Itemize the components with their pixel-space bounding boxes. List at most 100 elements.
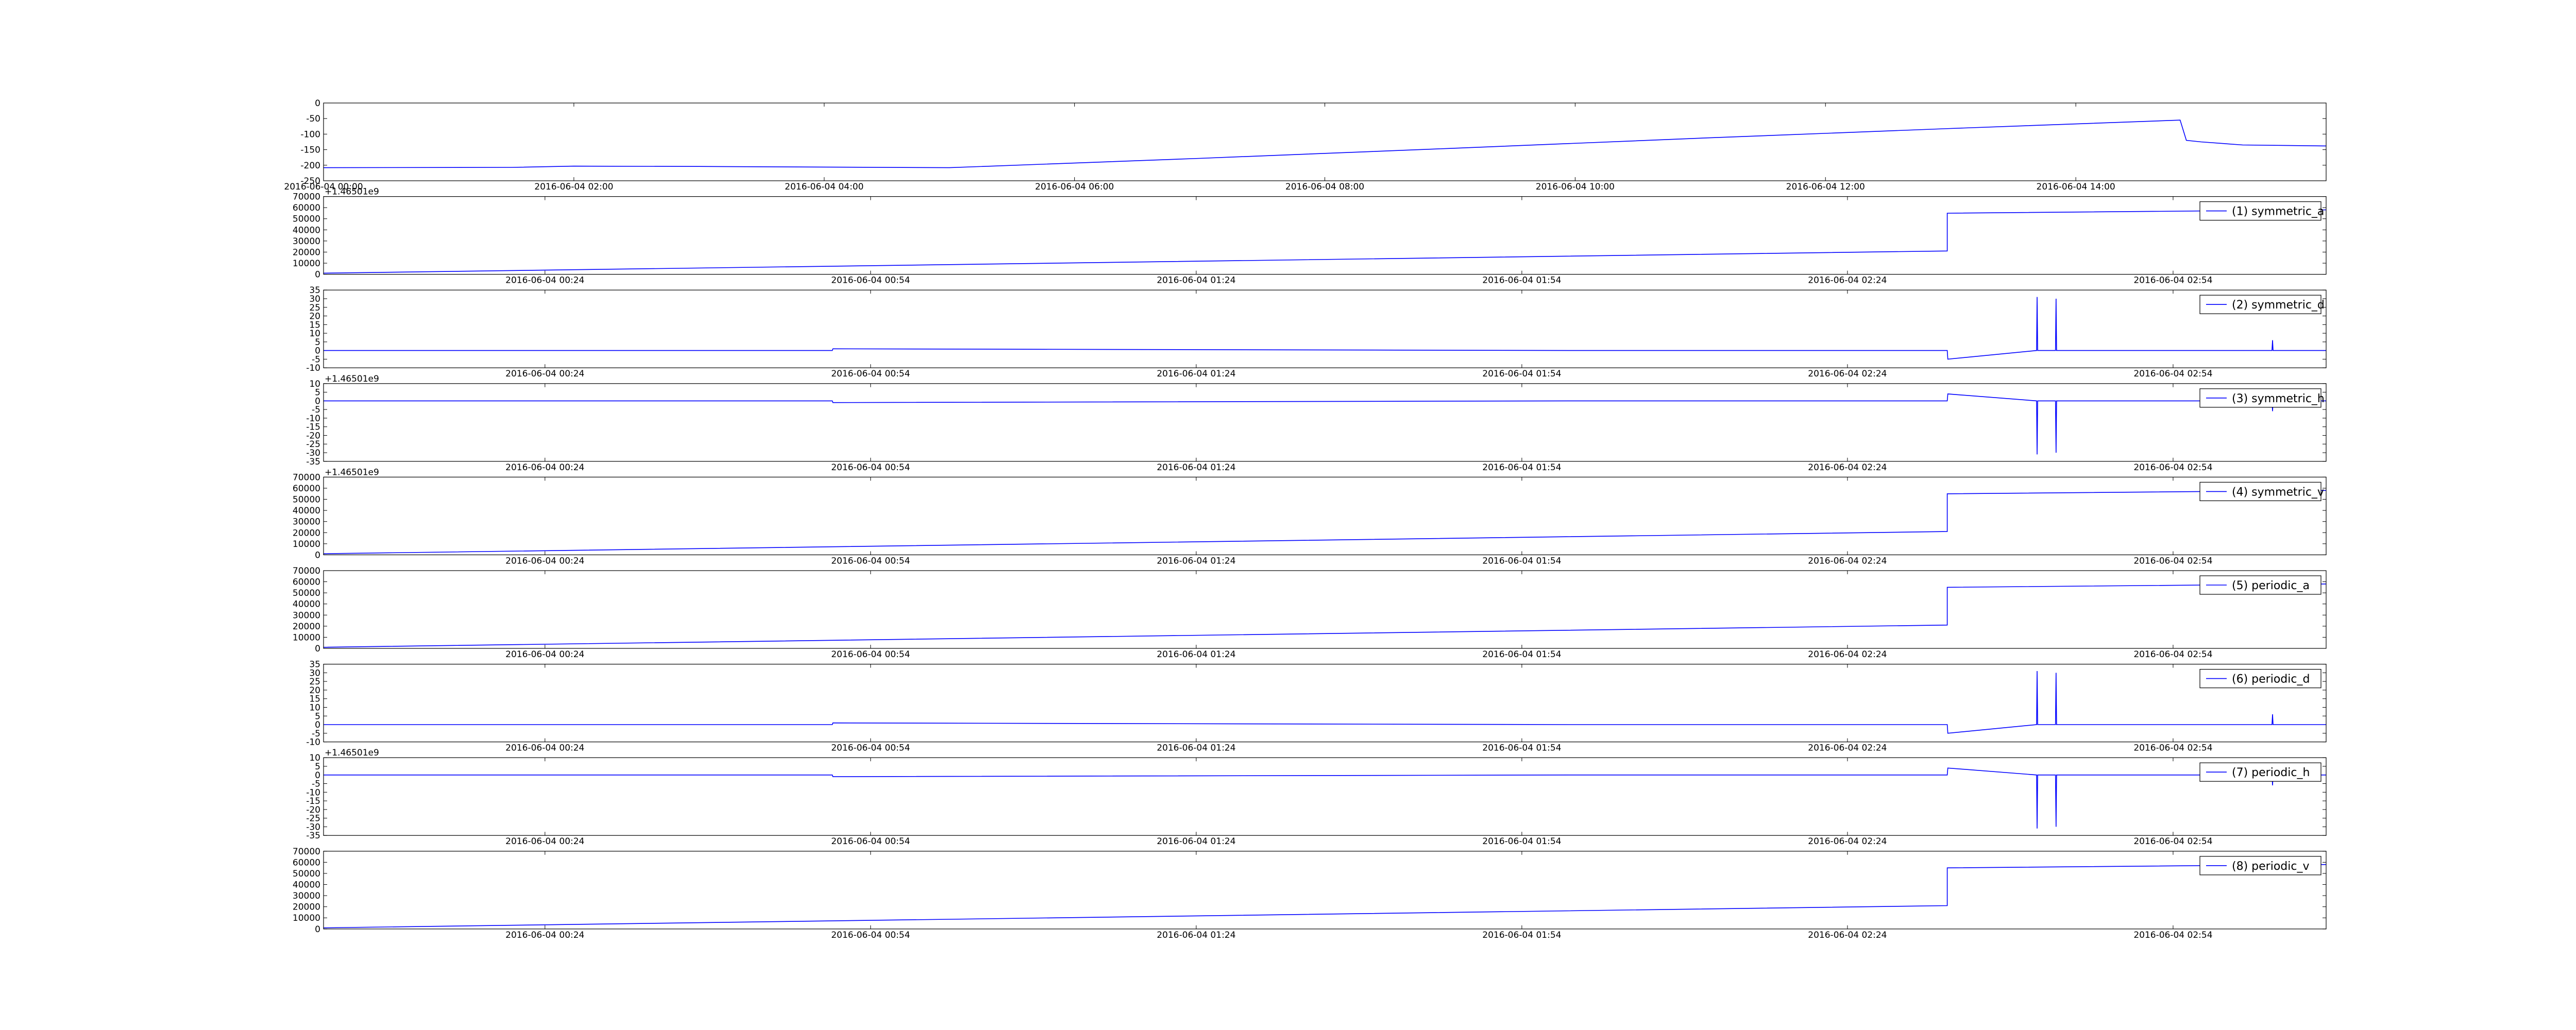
x-tick-label: 2016-06-04 00:24 [505, 836, 584, 847]
y-tick-label: 20 [309, 312, 320, 322]
x-tick-label: 2016-06-04 01:24 [1157, 743, 1235, 753]
x-tick-label: 2016-06-04 02:24 [1808, 276, 1887, 286]
series-line-1 [324, 767, 2326, 829]
y-tick-label: 50000 [293, 495, 320, 505]
x-tick-label: 2016-06-04 02:24 [1808, 836, 1887, 847]
y-tick-label: -15 [306, 422, 320, 433]
x-tick-label: 2016-06-04 01:24 [1157, 276, 1235, 286]
x-tick-label: 2016-06-04 01:24 [1157, 930, 1235, 940]
x-tick-label: 2016-06-04 00:24 [505, 369, 584, 379]
series-line-1 [323, 864, 2327, 929]
y-tick-label: -100 [300, 129, 320, 140]
y-tick-label: -5 [312, 405, 320, 415]
x-tick-label: 2016-06-04 02:54 [2133, 930, 2212, 940]
x-tick-label: 2016-06-04 02:24 [1808, 649, 1887, 660]
y-tick-label: 0 [315, 644, 320, 654]
y-tick-label: -200 [300, 161, 320, 171]
y-tick-label: 25 [309, 303, 320, 313]
x-tick-label: 2016-06-04 01:54 [1482, 556, 1561, 566]
y-tick-label: 0 [315, 98, 320, 109]
x-tick-label: 2016-06-04 06:00 [1035, 182, 1114, 192]
x-tick-label: 2016-06-04 00:54 [831, 276, 910, 286]
x-tick-label: 2016-06-04 02:54 [2133, 276, 2212, 286]
x-tick-label: 2016-06-04 00:24 [505, 462, 584, 473]
x-tick-label: 2016-06-04 14:00 [2037, 182, 2115, 192]
y-tick-label: 5 [315, 337, 320, 348]
y-tick-label: 20000 [293, 528, 320, 538]
x-tick-label: 2016-06-04 02:54 [2133, 649, 2212, 660]
y-tick-label: -20 [306, 805, 320, 815]
y-tick-label: 70000 [293, 192, 320, 202]
y-tick-label: 10000 [293, 913, 320, 923]
y-tick-label: 15 [309, 694, 320, 705]
axes-frame [323, 570, 2327, 649]
y-tick-label: 20 [309, 685, 320, 696]
y-tick-label: 10000 [293, 632, 320, 643]
y-tick-label: -30 [306, 822, 320, 832]
series-line-1 [324, 671, 2326, 734]
y-tick-label: -10 [306, 737, 320, 748]
x-tick-label: 2016-06-04 02:24 [1808, 462, 1887, 473]
series-line-1 [324, 393, 2326, 455]
x-tick-label: 2016-06-04 00:00 [284, 182, 363, 192]
y-tick-label: 60000 [293, 203, 320, 213]
x-tick-label: 2016-06-04 00:24 [505, 743, 584, 753]
legend-label: (4) symmetric_v [2232, 486, 2324, 499]
x-tick-label: 2016-06-04 00:54 [831, 836, 910, 847]
axes-frame [323, 476, 2327, 556]
x-tick-label: 2016-06-04 12:00 [1786, 182, 1865, 192]
x-tick-label: 2016-06-04 02:54 [2133, 743, 2212, 753]
legend-label: (7) periodic_h [2232, 766, 2310, 779]
y-tick-label: 40000 [293, 225, 320, 235]
subplot-9: 0100002000030000400005000060000700002016… [293, 847, 2327, 940]
axes-frame [323, 196, 2327, 275]
y-tick-label: -10 [306, 363, 320, 373]
axes-frame [323, 289, 2327, 368]
y-tick-label: 20000 [293, 902, 320, 913]
y-tick-label: 0 [315, 270, 320, 280]
y-tick-label: 30 [309, 294, 320, 304]
y-tick-label: -25 [306, 814, 320, 824]
y-tick-label: 35 [309, 285, 320, 296]
y-tick-label: 0 [315, 770, 320, 781]
y-tick-label: 60000 [293, 857, 320, 868]
y-tick-label: 10 [309, 329, 320, 339]
offset-label: +1.46501e9 [325, 748, 379, 758]
y-tick-label: -10 [306, 787, 320, 798]
y-tick-label: 60000 [293, 577, 320, 588]
y-tick-label: 50000 [293, 588, 320, 598]
y-tick-label: 30 [309, 668, 320, 678]
y-tick-label: -35 [306, 457, 320, 467]
y-tick-label: 20000 [293, 622, 320, 632]
x-tick-label: 2016-06-04 01:24 [1157, 369, 1235, 379]
y-tick-label: -30 [306, 448, 320, 458]
x-tick-label: 2016-06-04 02:54 [2133, 556, 2212, 566]
x-tick-label: 2016-06-04 00:54 [831, 369, 910, 379]
legend-label: (6) periodic_d [2232, 673, 2310, 686]
y-tick-label: 10000 [293, 539, 320, 550]
x-tick-label: 2016-06-04 01:24 [1157, 462, 1235, 473]
y-tick-label: 10 [309, 753, 320, 763]
x-tick-label: 2016-06-04 02:54 [2133, 462, 2212, 473]
axes-frame [323, 102, 2327, 181]
x-tick-label: 2016-06-04 01:54 [1482, 369, 1561, 379]
x-tick-label: 2016-06-04 10:00 [1536, 182, 1615, 192]
x-tick-label: 2016-06-04 01:24 [1157, 556, 1235, 566]
x-tick-label: 2016-06-04 01:54 [1482, 462, 1561, 473]
y-tick-label: 30000 [293, 236, 320, 247]
legend-label: (2) symmetric_d [2232, 299, 2325, 312]
x-tick-label: 2016-06-04 00:54 [831, 930, 910, 940]
x-tick-label: 2016-06-04 02:24 [1808, 556, 1887, 566]
x-tick-label: 2016-06-04 08:00 [1285, 182, 1364, 192]
y-tick-label: 10 [309, 702, 320, 713]
y-tick-label: -10 [306, 414, 320, 424]
x-tick-label: 2016-06-04 02:54 [2133, 369, 2212, 379]
y-tick-label: -5 [312, 779, 320, 789]
subplot-6: 0100002000030000400005000060000700002016… [293, 566, 2327, 660]
y-tick-label: 40000 [293, 506, 320, 516]
y-tick-label: 10 [309, 379, 320, 389]
subplot-2: 0100002000030000400005000060000700002016… [293, 187, 2327, 286]
